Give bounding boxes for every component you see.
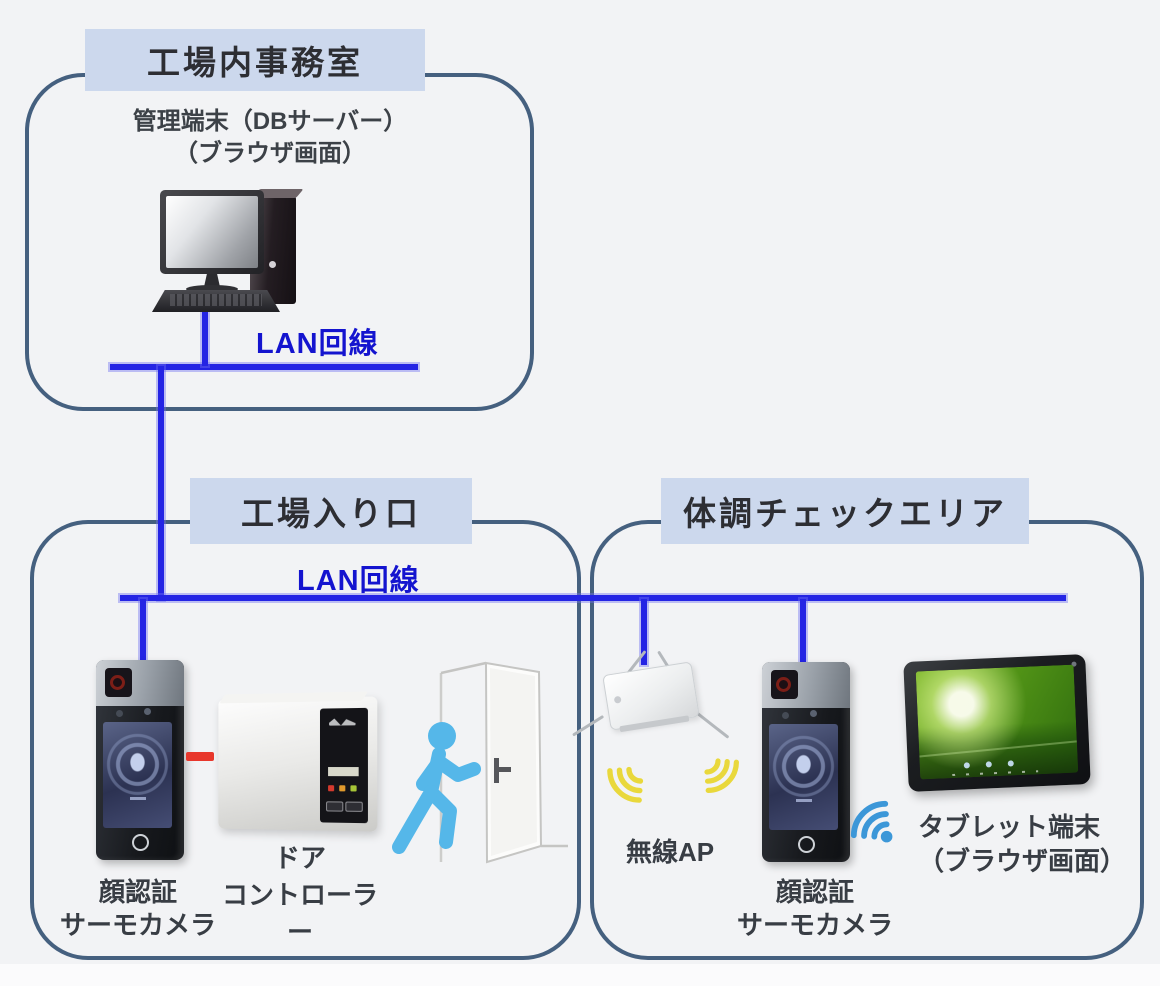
orange-led [339,785,346,792]
health-camera-label-line1: 顔認証 [775,877,854,907]
wifi-icon [850,800,893,843]
tablet-label-line1: タブレット端末 [918,812,1101,842]
wireless-ap-label: 無線AP [625,837,715,867]
controller-button [345,801,363,812]
entrance-camera-label-line1: 顔認証 [98,877,177,907]
thermal-camera-lens [776,677,791,692]
page-margin [0,964,1160,986]
health-camera-drop-line [800,599,806,663]
controller-button [326,801,344,812]
pc-monitor [160,190,264,274]
entrance-camera-drop-line [140,599,146,661]
face-camera-home-button [798,836,815,853]
tablet-icon [903,654,1091,792]
nav-dot [985,761,993,768]
door-controller-label: ドア コントローラー [210,840,390,951]
face-camera-sensor [144,708,151,715]
access-point-drop-line [641,599,647,665]
green-led [350,785,357,792]
health-area-title: 体調チェックエリア [661,478,1029,544]
pc-keyboard [152,290,280,312]
radio-waves-icon [607,766,644,803]
pc-monitor-screen [166,196,258,268]
thermal-camera-module [105,668,132,697]
face-camera-sensor [116,710,123,717]
tablet-nav-dots [963,760,1015,769]
office-to-entrance-trunk-line [158,366,164,600]
management-terminal-label: 管理端末（DBサーバー） （ブラウザ画面） [60,106,480,170]
camera-to-controller-link-icon [186,752,214,761]
entrance-face-camera-icon [96,660,184,860]
computer-lan-drop-line [202,302,208,366]
tablet-label-line2: （ブラウザ画面） [918,846,1127,876]
entrance-area-title: 工場入り口 [190,478,472,544]
floor-lan-label: LAN回線 [297,565,420,597]
pc-monitor-base [186,285,238,293]
face-camera-sensor [782,712,789,719]
thermal-camera-lens [110,675,125,690]
face-scan-screen [103,722,172,828]
floor-lan-bus-line [120,595,1066,601]
pc-power-button [269,260,276,268]
door-controller-icon [216,691,378,832]
face-scan-screen [769,724,838,830]
office-lan-label: LAN回線 [256,328,379,360]
walking-person-icon [392,722,481,854]
door-controller-display [328,767,359,777]
ap-base [619,715,690,733]
nav-dot [1007,760,1015,767]
door-controller-logo [329,718,356,725]
door-controller-label-line2: コントローラー [221,880,378,947]
health-camera-label-line2: サーモカメラ [736,910,893,940]
leaf-vein-detail [919,740,1077,758]
health-face-camera-icon [762,662,850,862]
entrance-camera-label: 顔認証 サーモカメラ [38,876,238,942]
tablet-label: タブレット端末 （ブラウザ画面） [918,810,1143,878]
tablet-dock-icons [951,769,1039,777]
office-lan-bus-line [110,364,418,370]
face-camera-sensor [810,710,817,717]
office-area-title: 工場内事務室 [85,29,425,91]
pc-monitor-stand [204,274,220,287]
ap-body [602,661,700,733]
radio-waves-icon [704,758,739,793]
management-terminal-label-line1: 管理端末（DBサーバー） [132,108,408,135]
management-terminal-label-line2: （ブラウザ画面） [174,140,366,167]
door-controller-panel [319,707,368,824]
desktop-computer-icon [152,186,322,314]
tablet-screen [915,664,1079,780]
face-camera-home-button [132,834,149,851]
health-camera-label: 顔認証 サーモカメラ [715,876,915,942]
nav-dot [963,762,971,769]
face-scan-screen-text [795,799,812,803]
door-controller-top-face [219,691,369,704]
red-led [328,785,335,792]
pc-keyboard-keys [169,294,263,306]
thermal-camera-module [771,670,798,699]
wireless-ap-icon [572,640,730,752]
face-scan-screen-text [129,797,146,801]
entrance-camera-label-line2: サーモカメラ [59,910,216,940]
ap-status-light [613,695,622,704]
door-controller-label-line1: ドア [273,843,326,873]
door-controller-body [218,691,378,832]
